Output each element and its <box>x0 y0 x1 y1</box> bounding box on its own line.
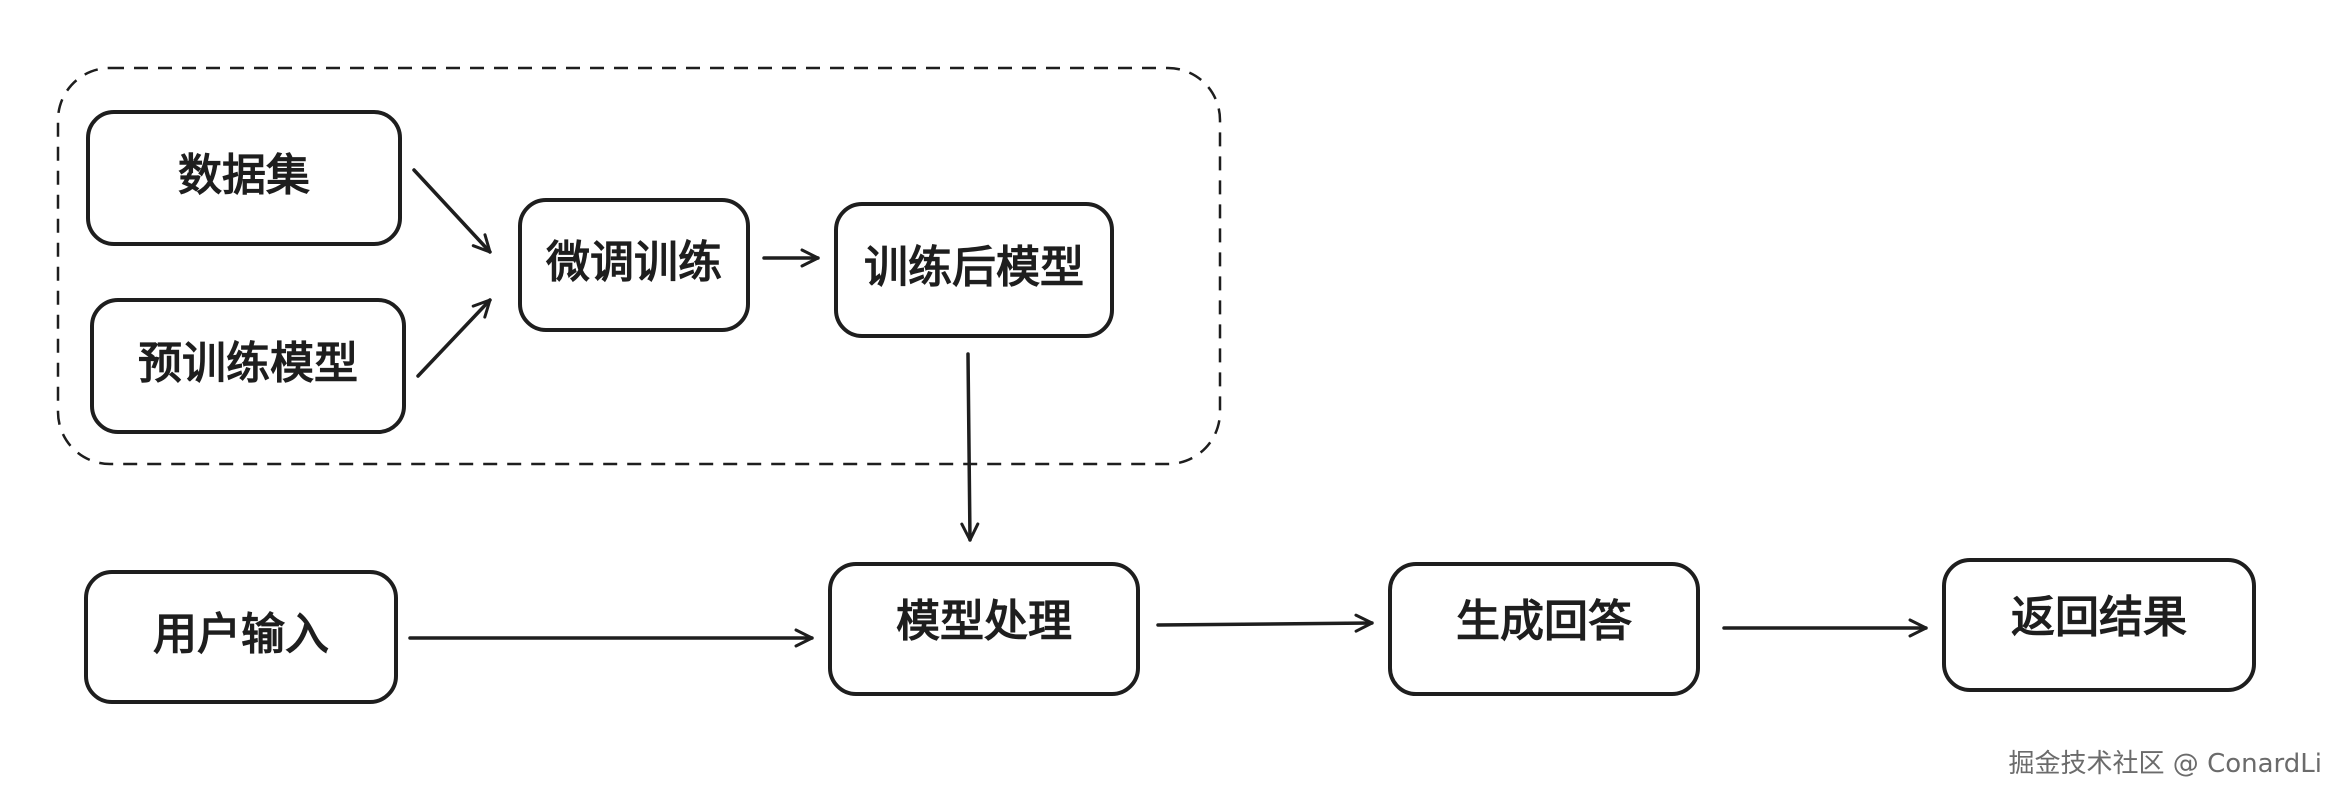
user-input-box[interactable] <box>84 570 398 704</box>
fine-tune-label: 微调训练 <box>545 237 722 288</box>
trained-model-box[interactable] <box>834 202 1114 338</box>
pretrained-model-label: 预训练模型 <box>138 338 358 389</box>
generate-answer-box[interactable] <box>1388 562 1700 696</box>
model-process-box[interactable] <box>828 562 1140 696</box>
dataset-box[interactable] <box>86 110 402 246</box>
generate-answer-label: 生成回答 <box>1456 596 1633 647</box>
fine-tuning-group-boundary <box>56 66 1222 466</box>
model-process-label: 模型处理 <box>896 596 1072 647</box>
pretrained-model-box[interactable] <box>90 298 406 434</box>
arrow-model-process-to-generate-answer <box>1156 613 1374 633</box>
arrow-pretrained-to-fine-tune <box>416 298 492 378</box>
return-result-label: 返回结果 <box>2011 592 2187 643</box>
arrow-trained-model-to-model-process <box>960 352 980 542</box>
watermark-credit: 掘金技术社区 @ ConardLi <box>2008 749 2322 779</box>
trained-model-label: 训练后模型 <box>864 242 1084 293</box>
user-input-label: 用户输入 <box>153 609 329 660</box>
fine-tune-box[interactable] <box>518 198 750 332</box>
return-result-box[interactable] <box>1942 558 2256 692</box>
arrow-dataset-to-fine-tune <box>412 168 492 254</box>
dataset-label: 数据集 <box>178 150 310 201</box>
